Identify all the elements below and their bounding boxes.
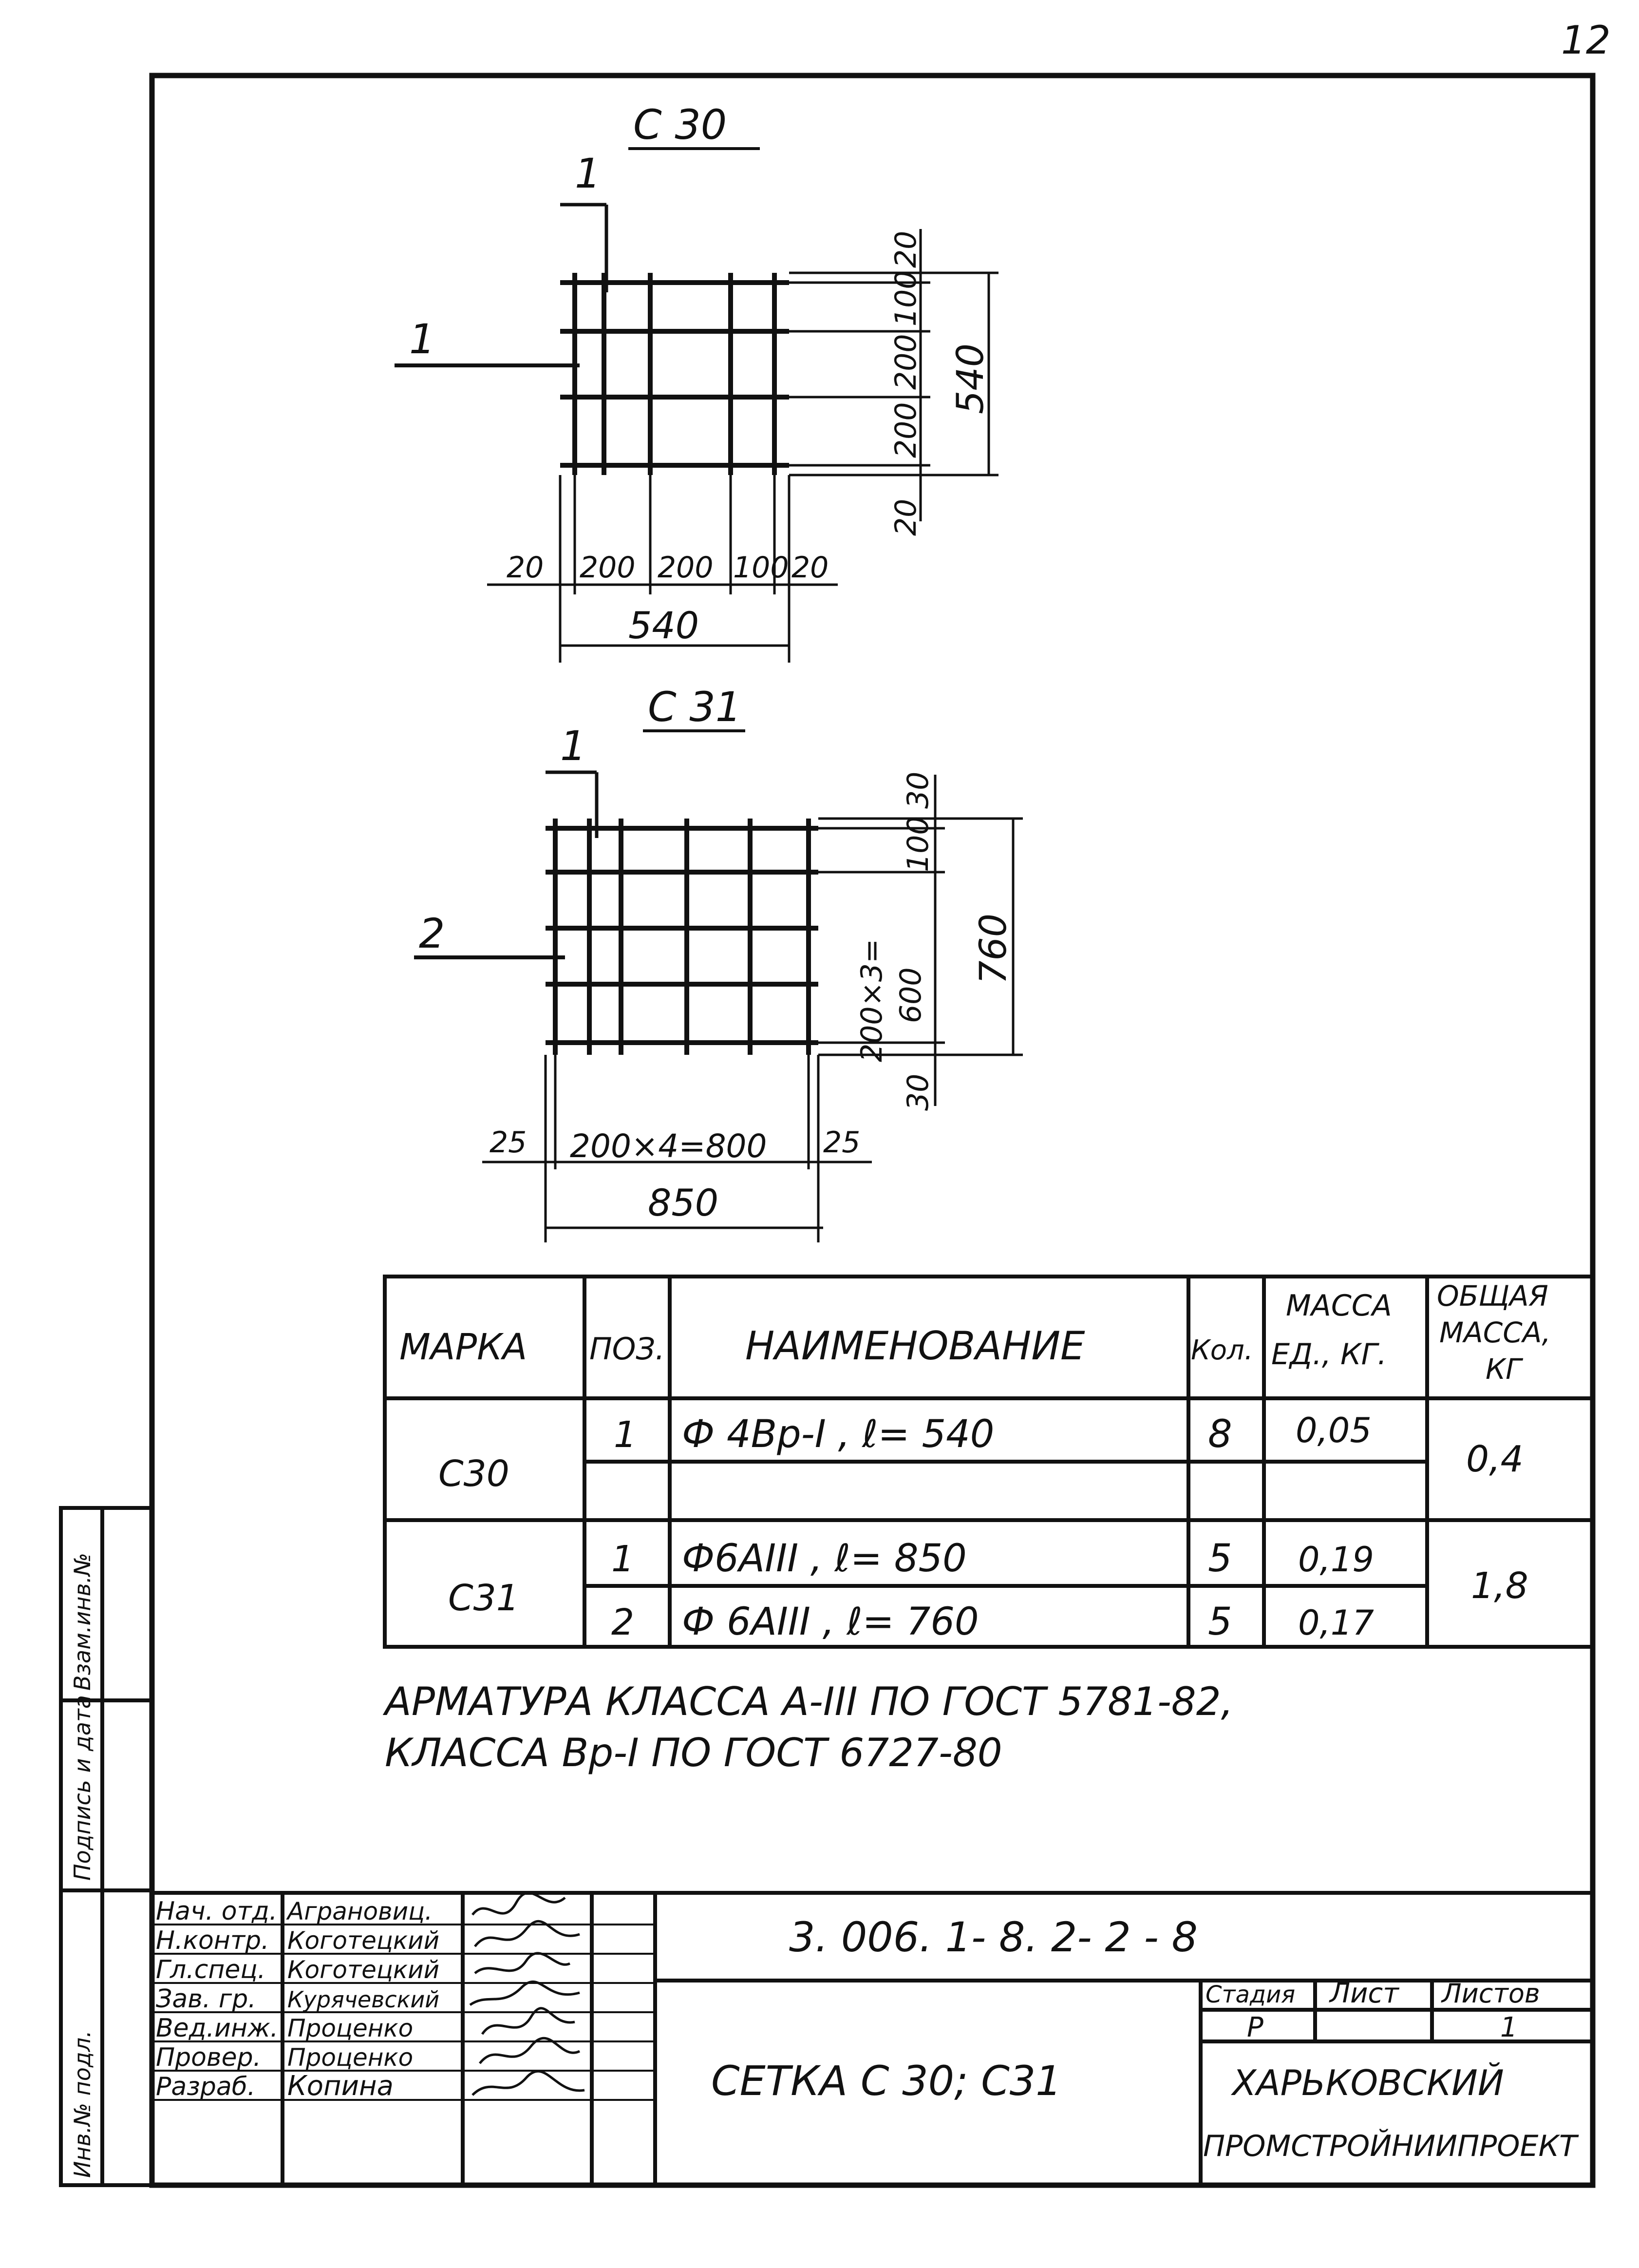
spec-row-0-unit-mass: 0,05 — [1296, 1410, 1372, 1450]
side-stamp-inv-original: Инв.№ подл. — [69, 2030, 95, 2178]
tb-role-3: Зав. гр. — [156, 1984, 256, 2014]
mesh-c30-position-mark: 1 — [409, 315, 435, 363]
spec-header-name: НАИМЕНОВАНИЕ — [745, 1323, 1085, 1369]
tb-sheets-label: Листов — [1441, 1978, 1540, 2009]
mesh-c30-dim-lines-bottom — [487, 475, 838, 663]
note-line-2: КЛАССА Вр-I ПО ГОСТ 6727-80 — [385, 1730, 1002, 1775]
spec-row-1-total-mass: 1,8 — [1471, 1565, 1528, 1607]
mesh-c30-title: С 30 — [633, 101, 727, 149]
mesh-c31-dim-bottom-1: 200×4=800 — [570, 1127, 767, 1165]
mesh-c30-dim-bottom-0: 20 — [507, 551, 544, 585]
tb-name-0: Аграновиц. — [286, 1897, 433, 1925]
spec-row-0-qty: 8 — [1208, 1412, 1232, 1456]
mesh-c31-dim-right-top: 30 — [901, 772, 935, 809]
mesh-c31-dim-right-600-a: 200×3= — [855, 939, 889, 1062]
spec-row-1-mark: С31 — [448, 1577, 519, 1619]
mesh-c31-dim-right-600-b: 600 — [894, 967, 928, 1023]
mesh-c31-position-mark: 2 — [419, 910, 445, 957]
page-number: 12 — [1561, 18, 1611, 63]
spec-header-qty: Кол. — [1191, 1334, 1253, 1366]
spec-row-0-name: Ф 4Вр-I , ℓ= 540 — [682, 1412, 994, 1456]
spec-row-1-qty: 5 — [1208, 1537, 1232, 1581]
spec-row-2-name: Ф 6АIII , ℓ= 760 — [682, 1600, 979, 1644]
mesh-c30-section-marker — [560, 203, 608, 292]
tb-name-6: Копина — [287, 2070, 394, 2102]
mesh-c30-dim-bottom-2: 200 — [658, 551, 714, 585]
mesh-c31-dim-lines-bottom — [482, 1055, 872, 1242]
tb-org-line-1: ХАРЬКОВСКИЙ — [1230, 2062, 1504, 2103]
spec-row-1-unit-mass: 0,19 — [1298, 1540, 1374, 1580]
mesh-c30-dim-bottom-1: 200 — [580, 551, 636, 585]
spec-table-grid — [383, 1275, 1595, 1649]
note-line-1: АРМАТУРА КЛАССА А-III ПО ГОСТ 5781-82, — [382, 1679, 1233, 1724]
mesh-c30-dim-right-2: 200 — [889, 334, 923, 390]
mesh-c31-dim-bottom-2: 25 — [823, 1125, 860, 1160]
spec-header-unit-mass-2: ЕД., КГ. — [1271, 1337, 1387, 1372]
tb-name-3: Курячевский — [287, 1986, 439, 2013]
side-stamp — [59, 1506, 154, 2187]
tb-role-5: Провер. — [156, 2043, 261, 2072]
mesh-c30-dim-right-4: 20 — [889, 499, 923, 536]
side-stamp-signature-date: Подпись и дата — [69, 1695, 95, 1881]
tb-name-5: Проценко — [287, 2043, 413, 2072]
tb-role-2: Гл.спец. — [156, 1955, 265, 1984]
tb-role-1: Н.контр. — [156, 1926, 269, 1955]
spec-header-total-mass-3: КГ — [1486, 1353, 1524, 1386]
tb-name-4: Проценко — [287, 2014, 413, 2042]
spec-row-2-qty: 5 — [1208, 1600, 1232, 1644]
signature-scribbles — [469, 1891, 585, 2096]
spec-header-total-mass-2: МАССА, — [1439, 1316, 1551, 1349]
spec-row-2-unit-mass: 0,17 — [1298, 1603, 1374, 1643]
spec-row-0-pos: 1 — [614, 1414, 637, 1456]
title-block-row-lines — [152, 1924, 655, 2101]
mesh-c31-dim-bottom-0: 25 — [490, 1125, 527, 1160]
mesh-c30-dim-lines-right — [789, 229, 998, 521]
mesh-c31-total-width: 850 — [648, 1181, 718, 1224]
title-block-grid — [152, 1891, 1593, 2185]
mesh-c30-dim-right-0: 20 — [889, 231, 923, 268]
sheet-frame — [149, 73, 1596, 2188]
mesh-c31-grid — [546, 819, 818, 1055]
tb-sheet-title: СЕТКА С 30; С31 — [711, 2057, 1062, 2105]
mesh-c31-section-marker — [546, 770, 599, 838]
mesh-c30-grid — [560, 273, 789, 475]
spec-row-1-name: Ф6АIII , ℓ= 850 — [682, 1537, 967, 1581]
spec-row-1-pos: 1 — [611, 1538, 634, 1580]
mesh-c30-dim-bottom-4: 20 — [791, 551, 829, 585]
tb-role-6: Разраб. — [156, 2072, 255, 2101]
tb-stage-label: Стадия — [1206, 1981, 1295, 2008]
mesh-c31-dim-right-bottom: 30 — [901, 1074, 935, 1111]
tb-org-line-2: ПРОМСТРОЙНИИПРОЕКТ — [1203, 2129, 1579, 2163]
mesh-c30-dim-right-1: 100 — [889, 270, 923, 326]
tb-sheets-value: 1 — [1500, 2012, 1518, 2043]
mesh-c30-dim-bottom-3: 100 — [733, 551, 789, 585]
mesh-c30-dim-right-3: 200 — [889, 402, 923, 458]
tb-role-0: Нач. отд. — [156, 1897, 277, 1926]
mesh-c31-section-mark: 1 — [560, 722, 586, 770]
spec-header-pos: ПОЗ. — [589, 1331, 665, 1367]
spec-header-total-mass-1: ОБЩАЯ — [1437, 1279, 1548, 1313]
mesh-c31-dim-lines-right — [818, 775, 1023, 1106]
mesh-c30-total-width: 540 — [628, 604, 699, 647]
spec-row-0-total-mass: 0,4 — [1466, 1438, 1524, 1480]
mesh-c31-dim-right-100: 100 — [901, 816, 935, 872]
tb-stage-value: Р — [1247, 2012, 1263, 2043]
mesh-c31-title: С 31 — [648, 683, 741, 731]
spec-header-mark: МАРКА — [399, 1326, 527, 1368]
side-stamp-replace-inv: Взам.инв.№ — [69, 1553, 95, 1691]
tb-role-4: Вед.инж. — [156, 2014, 278, 2043]
tb-name-2: Коготецкий — [287, 1956, 439, 1984]
spec-header-unit-mass-1: МАССА — [1286, 1289, 1392, 1323]
mesh-c31-total-height: 760 — [971, 914, 1015, 984]
tb-doc-code: 3. 006. 1- 8. 2- 2 - 8 — [789, 1913, 1198, 1961]
tb-sheet-label: Лист — [1329, 1978, 1399, 2009]
mesh-c30-section-mark: 1 — [575, 150, 601, 197]
spec-row-0-mark: С30 — [438, 1453, 509, 1495]
mesh-c30-total-height: 540 — [948, 343, 992, 414]
spec-row-2-pos: 2 — [611, 1601, 634, 1643]
tb-name-1: Коготецкий — [287, 1926, 439, 1955]
